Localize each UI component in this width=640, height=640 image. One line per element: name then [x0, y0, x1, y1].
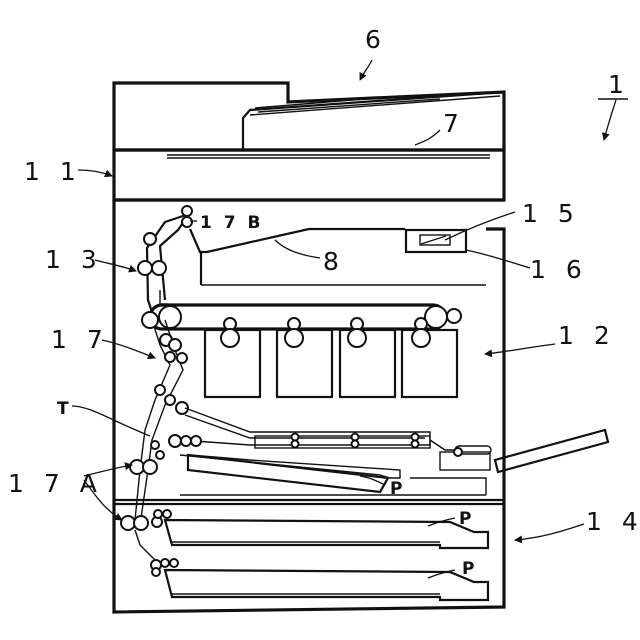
label-paper-feed-section: 1 4	[586, 507, 640, 536]
label-scanner-unit: 6	[365, 25, 387, 54]
label-display: 1 5	[522, 199, 580, 228]
reference-labels: 1 6 7 1 1 1 5 1 7 B 1 3 8 1 6 1 7 1 2 T …	[8, 25, 640, 579]
label-paper-manual: P	[390, 479, 405, 499]
label-path-t: T	[57, 399, 72, 419]
label-rollers: 1 7	[51, 325, 109, 354]
duplex-path	[151, 408, 460, 459]
label-document-cover: 7	[443, 109, 465, 138]
transport-path	[135, 206, 192, 525]
label-reader-section: 1 1	[24, 157, 82, 186]
reader-section	[114, 150, 504, 200]
label-rollers-a: 1 7 A	[8, 469, 103, 498]
label-rollers-b: 1 7 B	[200, 213, 263, 233]
main-body	[114, 200, 504, 612]
label-paper-cassette-2: P	[462, 559, 477, 579]
label-transport-path: 1 3	[45, 245, 103, 274]
label-operation-panel: 1 6	[530, 255, 588, 284]
label-device: 1	[608, 70, 630, 99]
label-output-tray: 8	[323, 247, 345, 276]
label-image-forming-section: 1 2	[558, 321, 616, 350]
operation-panel	[406, 230, 466, 252]
label-paper-cassette-1: P	[459, 509, 474, 529]
paper-feed-section	[121, 460, 488, 600]
image-forming-units	[205, 318, 457, 397]
